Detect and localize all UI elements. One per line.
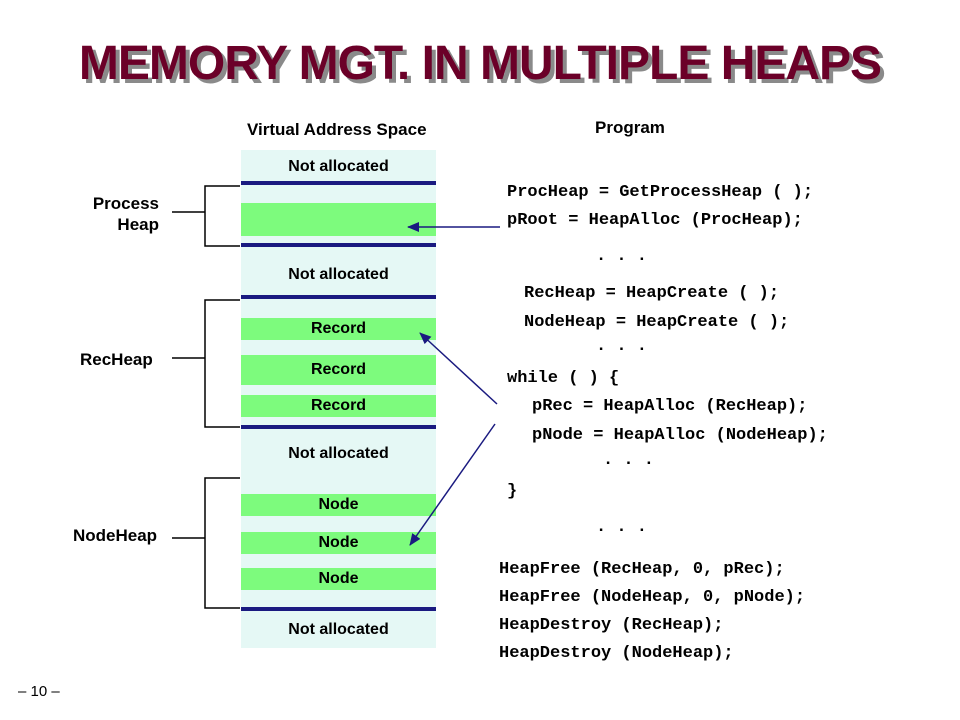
record-block: Record — [241, 318, 436, 340]
rec-heap-label: RecHeap — [80, 350, 153, 369]
record-block: Record — [241, 355, 436, 385]
process-heap-label-line2: Heap — [117, 215, 159, 234]
not-allocated-block: Not allocated — [288, 445, 389, 462]
record-block: Record — [241, 395, 436, 417]
not-allocated-block: Not allocated — [288, 621, 389, 638]
slide-title: MEMORY MGT. IN MULTIPLE HEAPS — [78, 37, 882, 90]
code-line: HeapFree (RecHeap, 0, pRec); — [499, 560, 785, 579]
not-allocated-block: Not allocated — [288, 158, 389, 175]
code-ellipsis: . . . — [596, 337, 648, 356]
code-ellipsis: . . . — [596, 247, 648, 266]
code-line: HeapDestroy (NodeHeap); — [499, 644, 734, 663]
process-heap-block — [241, 203, 436, 236]
code-line: NodeHeap = HeapCreate ( ); — [524, 313, 790, 332]
node-heap-label: NodeHeap — [73, 526, 158, 545]
code-line: pRec = HeapAlloc (RecHeap); — [532, 397, 808, 416]
code-line: } — [507, 482, 518, 501]
pointer-arrows — [407, 222, 500, 546]
process-heap-label-line1: Process — [92, 194, 159, 213]
code-line: pRoot = HeapAlloc (ProcHeap); — [507, 211, 803, 230]
code-ellipsis: . . . — [603, 451, 655, 470]
code-line: RecHeap = HeapCreate ( ); — [524, 284, 780, 303]
code-line: ProcHeap = GetProcessHeap ( ); — [507, 183, 814, 202]
process-heap-label: Process Heap — [84, 193, 159, 235]
code-line: HeapFree (NodeHeap, 0, pNode); — [499, 588, 806, 607]
node-block: Node — [241, 494, 436, 516]
not-allocated-block: Not allocated — [288, 266, 389, 283]
program-header: Program — [595, 118, 665, 137]
page-number: – 10 – — [18, 683, 60, 700]
code-line: while ( ) { — [507, 369, 620, 388]
heap-brackets — [172, 185, 240, 609]
code-ellipsis: . . . — [596, 518, 648, 537]
virtual-address-space-header: Virtual Address Space — [247, 120, 427, 139]
separator-bars — [241, 181, 436, 611]
code-line: HeapDestroy (RecHeap); — [499, 616, 724, 635]
node-block: Node — [241, 568, 436, 590]
code-line: pNode = HeapAlloc (NodeHeap); — [532, 426, 828, 445]
node-block: Node — [241, 532, 436, 554]
